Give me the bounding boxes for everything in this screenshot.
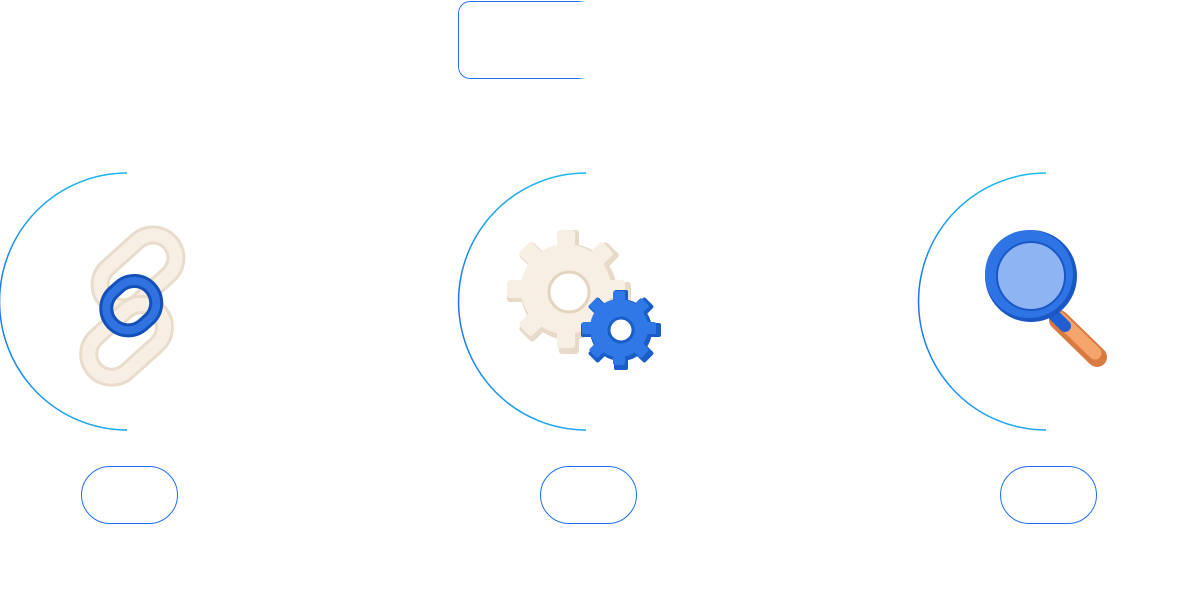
card-search (917, 172, 1159, 532)
card-settings (457, 172, 699, 532)
card-arc (917, 172, 1047, 431)
settings-action-button[interactable] (540, 466, 637, 524)
search-action-button[interactable] (1000, 466, 1097, 524)
gears-icon (507, 230, 661, 370)
link-action-button[interactable] (81, 466, 178, 524)
magnifier-icon (985, 230, 1107, 367)
card-arc (0, 172, 128, 431)
chain-link-icon (79, 225, 186, 387)
top-outline-box (458, 1, 638, 79)
card-arc (457, 172, 587, 431)
card-link (0, 172, 240, 532)
